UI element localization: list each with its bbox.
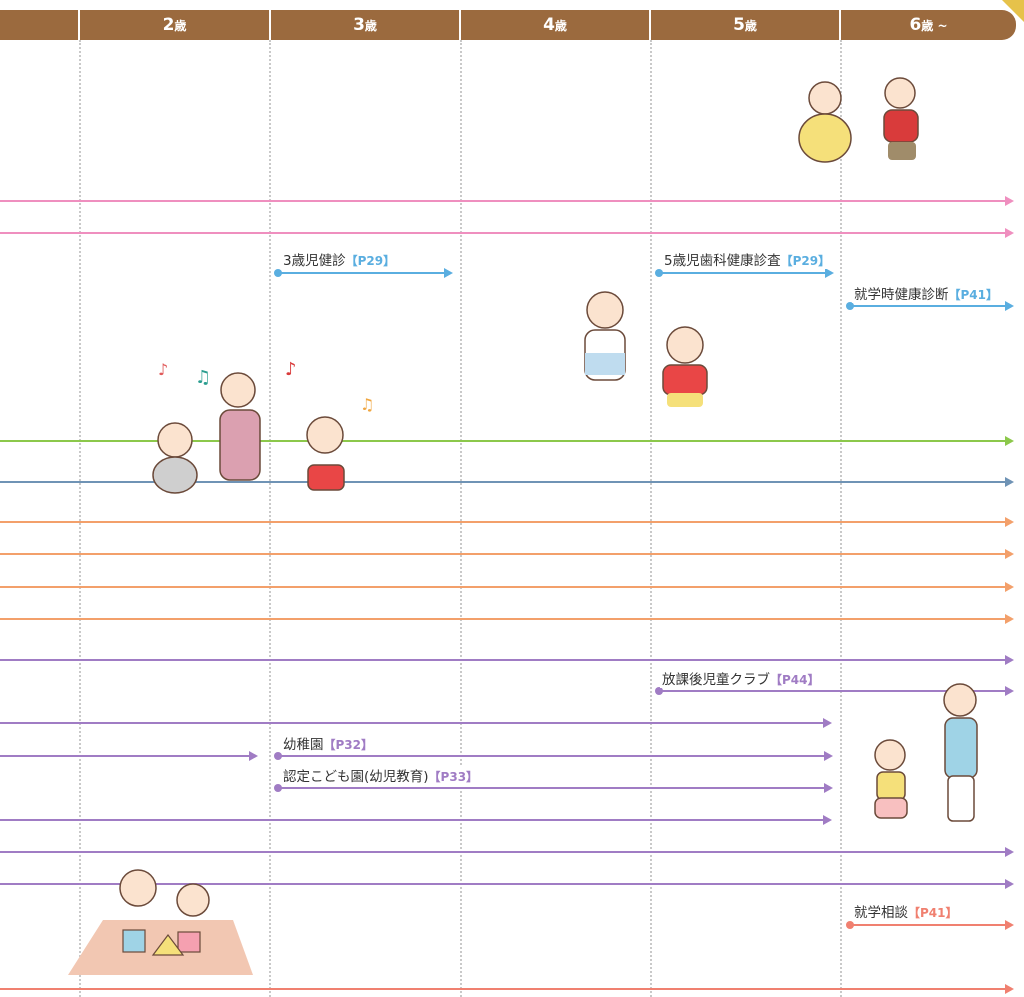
timeline-arrow-purple-2 [0,718,832,728]
header-divider [649,10,651,40]
timeline-arrow-purple-5 [0,847,1014,857]
column-guide [840,40,842,997]
dental5-arrow [655,268,834,278]
timeline-arrow-purple-1 [0,655,1014,665]
age-3-heading: 3歳 [353,15,377,35]
timeline-arrow-orange-3 [0,582,1014,592]
timeline-arrow-orange-2 [0,549,1014,559]
checkup3-label: 3歳児健診【P29】 [281,249,398,269]
teacher-and-children-singing-illustration: ♪ ♫ ♪ ♫ [152,359,374,494]
music-note-icon: ♪ [158,360,168,379]
music-note-icon: ♪ [285,359,297,380]
age-6-heading: 6歳 ~ [909,15,948,35]
children-running-illustration [798,77,919,163]
kindergarten-label: 幼稚園【P32】 [281,733,375,753]
age-header-bar [0,10,1016,40]
timeline-arrow-green [0,436,1014,446]
column-guide [269,40,271,997]
column-guide [79,40,81,997]
age-5-heading: 5歳 [733,15,757,35]
timeline-arrow-orange-1 [0,517,1014,527]
checkup3-arrow [274,268,453,278]
timeline-arrow-pink-1 [0,196,1014,206]
kodomoen-arrow [274,783,833,793]
timeline-arrow-purple-4 [0,815,832,825]
age-4-heading: 4歳 [543,15,567,35]
age-2-heading: 2歳 [162,15,187,35]
corner-tab [1002,0,1024,22]
header-divider [78,10,80,40]
column-guide [650,40,652,997]
age-header: 2歳 3歳 4歳 5歳 6歳 ~ [0,10,1024,40]
music-note-icon: ♫ [195,367,211,388]
dental5-label: 5歳児歯科健康診査【P29】 [662,249,833,269]
mother-and-child-walking-illustration [874,683,978,822]
column-guide [460,40,462,997]
timeline-arrow-purple-6 [0,879,1014,889]
kindergarten-arrow [274,751,833,761]
school-exam-arrow [846,301,1014,311]
timeline-arrow-pink-2 [0,228,1014,238]
afterschool-arrow [655,686,1014,696]
school-exam-label: 就学時健康診断【P41】 [852,283,1000,303]
school-consult-label: 就学相談【P41】 [852,901,960,921]
music-note-icon: ♫ [360,395,374,414]
afterschool-label: 放課後児童クラブ【P44】 [660,668,822,688]
timeline-arrow-purple-3 [0,751,258,761]
kodomoen-label: 認定こども園(幼児教育)【P33】 [281,765,481,785]
header-divider [459,10,461,40]
mother-and-child-playing-blocks-illustration [68,869,253,975]
header-divider [269,10,271,40]
header-divider [839,10,841,40]
timeline-arrow-orange-4 [0,614,1014,624]
children-jumping-illustration [584,291,708,407]
timeline-arrow-coral [0,984,1014,994]
timeline-arrow-steel [0,477,1014,487]
school-consult-arrow [846,920,1014,930]
